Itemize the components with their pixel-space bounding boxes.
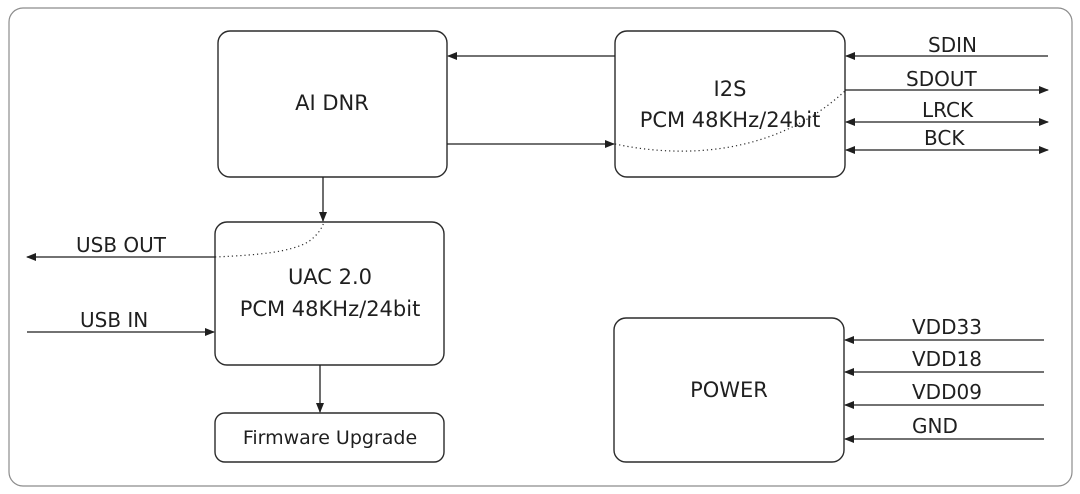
usb-in-label: USB IN	[80, 308, 148, 332]
i2s-format: PCM 48KHz/24bit	[640, 108, 821, 132]
power-block: POWER	[613, 317, 845, 463]
vdd09-label: VDD09	[912, 380, 982, 404]
firmware-upgrade-block: Firmware Upgrade	[214, 412, 445, 463]
i2s-block: I2S PCM 48KHz/24bit	[614, 30, 846, 178]
i2s-title: I2S	[714, 77, 747, 101]
ai-dnr-block: AI DNR	[217, 30, 448, 178]
vdd33-label: VDD33	[912, 315, 982, 339]
ai-dnr-label: AI DNR	[295, 91, 369, 115]
usb-out-label: USB OUT	[76, 233, 167, 257]
firmware-upgrade-label: Firmware Upgrade	[243, 427, 417, 449]
power-label: POWER	[690, 378, 768, 402]
uac-block: UAC 2.0 PCM 48KHz/24bit	[214, 221, 445, 366]
uac-format: PCM 48KHz/24bit	[240, 297, 421, 321]
bck-label: BCK	[924, 126, 965, 150]
uac-loop-dotted-path	[214, 221, 325, 258]
gnd-label: GND	[912, 414, 958, 438]
lrck-label: LRCK	[922, 98, 974, 122]
sdin-label: SDIN	[928, 33, 977, 57]
uac-title: UAC 2.0	[288, 265, 372, 289]
vdd18-label: VDD18	[912, 347, 982, 371]
sdout-label: SDOUT	[906, 67, 977, 91]
i2s-loop-dotted-path	[614, 89, 847, 152]
